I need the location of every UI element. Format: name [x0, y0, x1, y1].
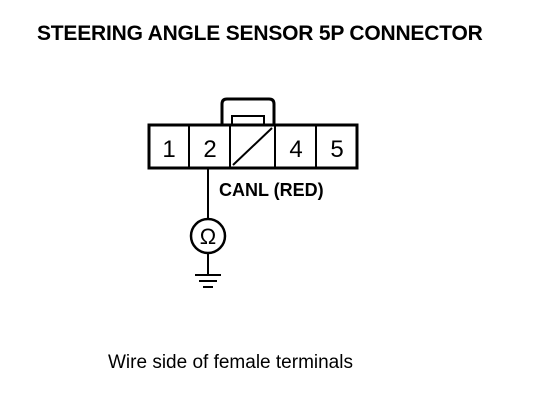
connector-lock-tab [220, 97, 276, 124]
terminal-4-label: 4 [289, 136, 302, 163]
diagram-title: STEERING ANGLE SENSOR 5P CONNECTOR [37, 22, 483, 45]
connector-lock-inner [231, 115, 265, 124]
terminal-5-label: 5 [330, 136, 343, 163]
unused-cavity-slash [232, 127, 273, 166]
diagram-caption: Wire side of female terminals [108, 352, 353, 373]
terminal-2-label: 2 [203, 136, 216, 163]
signal-label: CANL (RED) [219, 180, 324, 200]
terminal-1-label: 1 [162, 136, 175, 163]
ground-icon [195, 274, 221, 288]
ohm-symbol: Ω [200, 224, 216, 249]
